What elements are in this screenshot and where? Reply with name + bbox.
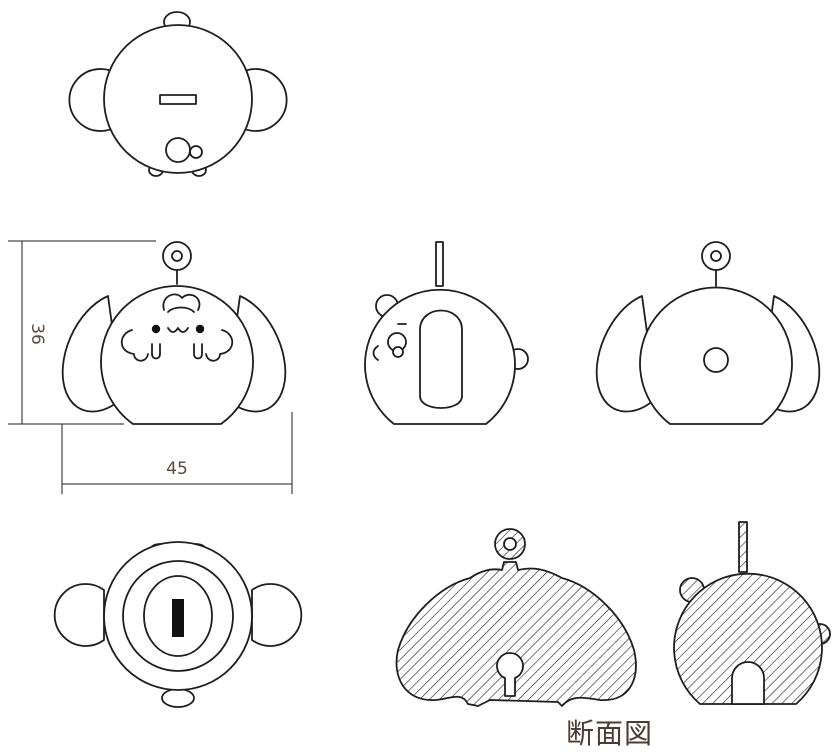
bottom-slot <box>172 599 184 637</box>
front-view <box>61 241 287 425</box>
dimension-lines <box>8 240 293 494</box>
side-view <box>364 241 529 425</box>
back-view <box>595 241 821 425</box>
coin-slot <box>159 94 197 105</box>
width-dimension-label: 45 <box>166 459 188 479</box>
section-view-label: 断面図 <box>566 717 654 750</box>
top-view <box>68 11 288 177</box>
front-section-view <box>395 528 637 707</box>
side-section-view <box>673 521 831 705</box>
height-dimension-label: 36 <box>27 323 47 345</box>
bottom-view <box>53 541 303 708</box>
